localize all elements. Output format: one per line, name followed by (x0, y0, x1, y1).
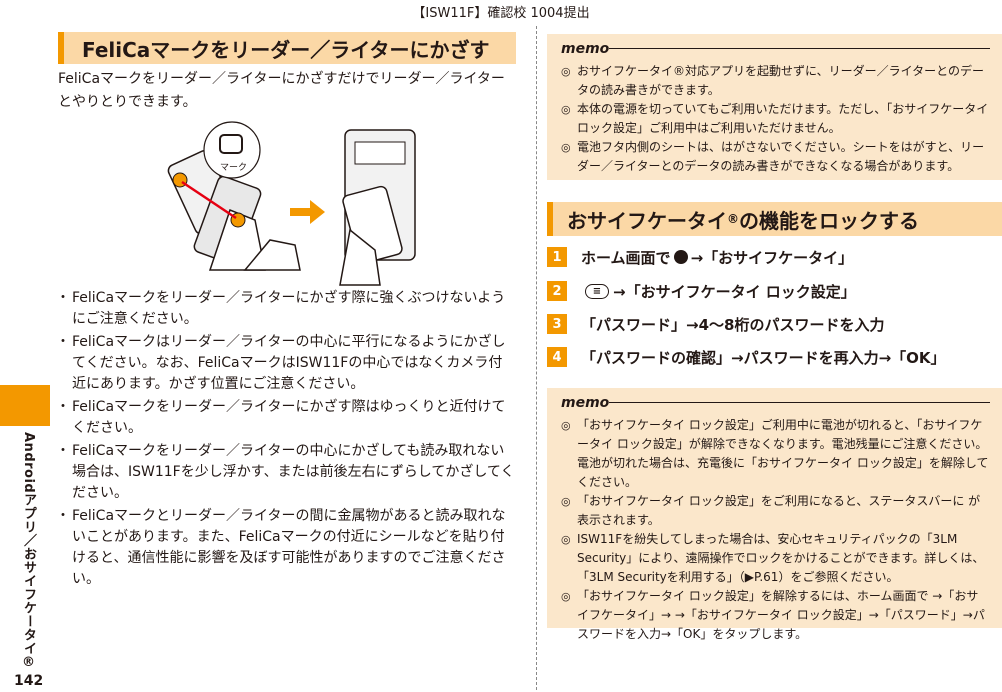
list-item: FeliCaマークとリーダー／ライターの間に金属物があると読み取れないことがあり… (56, 506, 516, 590)
memo-box-2: memo 「おサイフケータイ ロック設定」ご利用中に電池が切れると、「おサイフケ… (547, 388, 1002, 641)
memo-item: ISW11Fを紛失してしまった場合は、安心セキュリティパックの「3LM Secu… (561, 530, 990, 587)
step-number: 4 (547, 347, 567, 367)
side-tab (0, 385, 50, 426)
step-text: 「パスワード」→4～8桁のパスワードを入力 (581, 315, 885, 334)
page-number: 142 (14, 673, 44, 689)
phone-hand-drawing (167, 149, 301, 271)
step-text: →「おサイフケータイ ロック設定」 (613, 282, 856, 301)
step-1: 1 ホーム画面で →「おサイフケータイ」 (547, 244, 1002, 270)
reader-writer-drawing (339, 129, 416, 286)
list-item: FeliCaマークをリーダー／ライターにかざす際はゆっくりと近付けてください。 (56, 397, 516, 439)
memo-rule (609, 402, 990, 403)
list-item: FeliCaマークをリーダー／ライターにかざす際に強くぶつけないようにご注意くだ… (56, 288, 516, 330)
memo-item: 電池フタ内側のシートは、はがさないでください。シートをはがすと、リーダー／ライタ… (561, 138, 990, 176)
step-number: 1 (547, 247, 567, 267)
memo-item: おサイフケータイ®対応アプリを起動せずに、リーダー／ライターとのデータの読み書き… (561, 62, 990, 100)
sidebar-chapter-label: Androidアプリ／おサイフケータイ® (21, 432, 36, 671)
apps-key-icon (673, 250, 688, 264)
memo-item: 「おサイフケータイ ロック設定」をご利用になると、ステータスバーに が表示されま… (561, 492, 990, 530)
step-number: 3 (547, 314, 567, 334)
menu-key-icon: ≡ (585, 283, 609, 299)
header-note: 【ISW11F】確認校 1004提出 (412, 6, 590, 21)
step-text: →「おサイフケータイ」 (690, 248, 854, 267)
section-title-text: おサイフケータイ (567, 208, 727, 233)
step-3: 3 「パスワード」→4～8桁のパスワードを入力 (547, 311, 1002, 337)
mark-label: マーク (220, 162, 247, 173)
felica-mark-callout: マーク (203, 121, 261, 179)
registered-mark: ® (727, 212, 739, 226)
section-title-lock: おサイフケータイ®の機能をロックする (547, 202, 1002, 236)
memo-box-1: memo おサイフケータイ®対応アプリを起動せずに、リーダー／ライターとのデータ… (547, 34, 1002, 180)
step-2: 2 ≡ →「おサイフケータイ ロック設定」 (547, 278, 1002, 304)
felica-illustration: マーク (167, 121, 416, 286)
memo-item: 「おサイフケータイ ロック設定」を解除するには、ホーム画面で →「おサイフケータ… (561, 587, 990, 644)
step-text-pre: ホーム画面で (581, 248, 671, 267)
step-text: 「パスワードの確認」→パスワードを再入力→「OK」 (581, 348, 946, 367)
intro-text: FeliCaマークをリーダー／ライターにかざすだけでリーダー／ライターとやりとり… (58, 71, 505, 110)
memo-item: 本体の電源を切っていてもご利用いただけます。ただし、「おサイフケータイ ロック設… (561, 100, 990, 138)
list-item: FeliCaマークはリーダー／ライターの中心に平行になるようにかざしてください。… (56, 332, 516, 395)
memo-label: memo (561, 395, 610, 411)
column-divider (536, 26, 537, 690)
step-4: 4 「パスワードの確認」→パスワードを再入力→「OK」 (547, 344, 1002, 370)
section-title-text-end: の機能をロックする (739, 208, 919, 233)
memo-label: memo (561, 41, 610, 57)
section-title-felica: FeliCaマークをリーダー／ライターにかざす (58, 32, 516, 64)
caution-list: FeliCaマークをリーダー／ライターにかざす際に強くぶつけないようにご注意くだ… (56, 288, 516, 592)
step-number: 2 (547, 281, 567, 301)
memo-rule (609, 48, 990, 49)
memo-item: 「おサイフケータイ ロック設定」ご利用中に電池が切れると、「おサイフケータイ ロ… (561, 416, 990, 492)
arrow-icon (290, 200, 325, 224)
list-item: FeliCaマークをリーダー／ライターの中心にかざしても読み取れない場合は、IS… (56, 441, 516, 504)
